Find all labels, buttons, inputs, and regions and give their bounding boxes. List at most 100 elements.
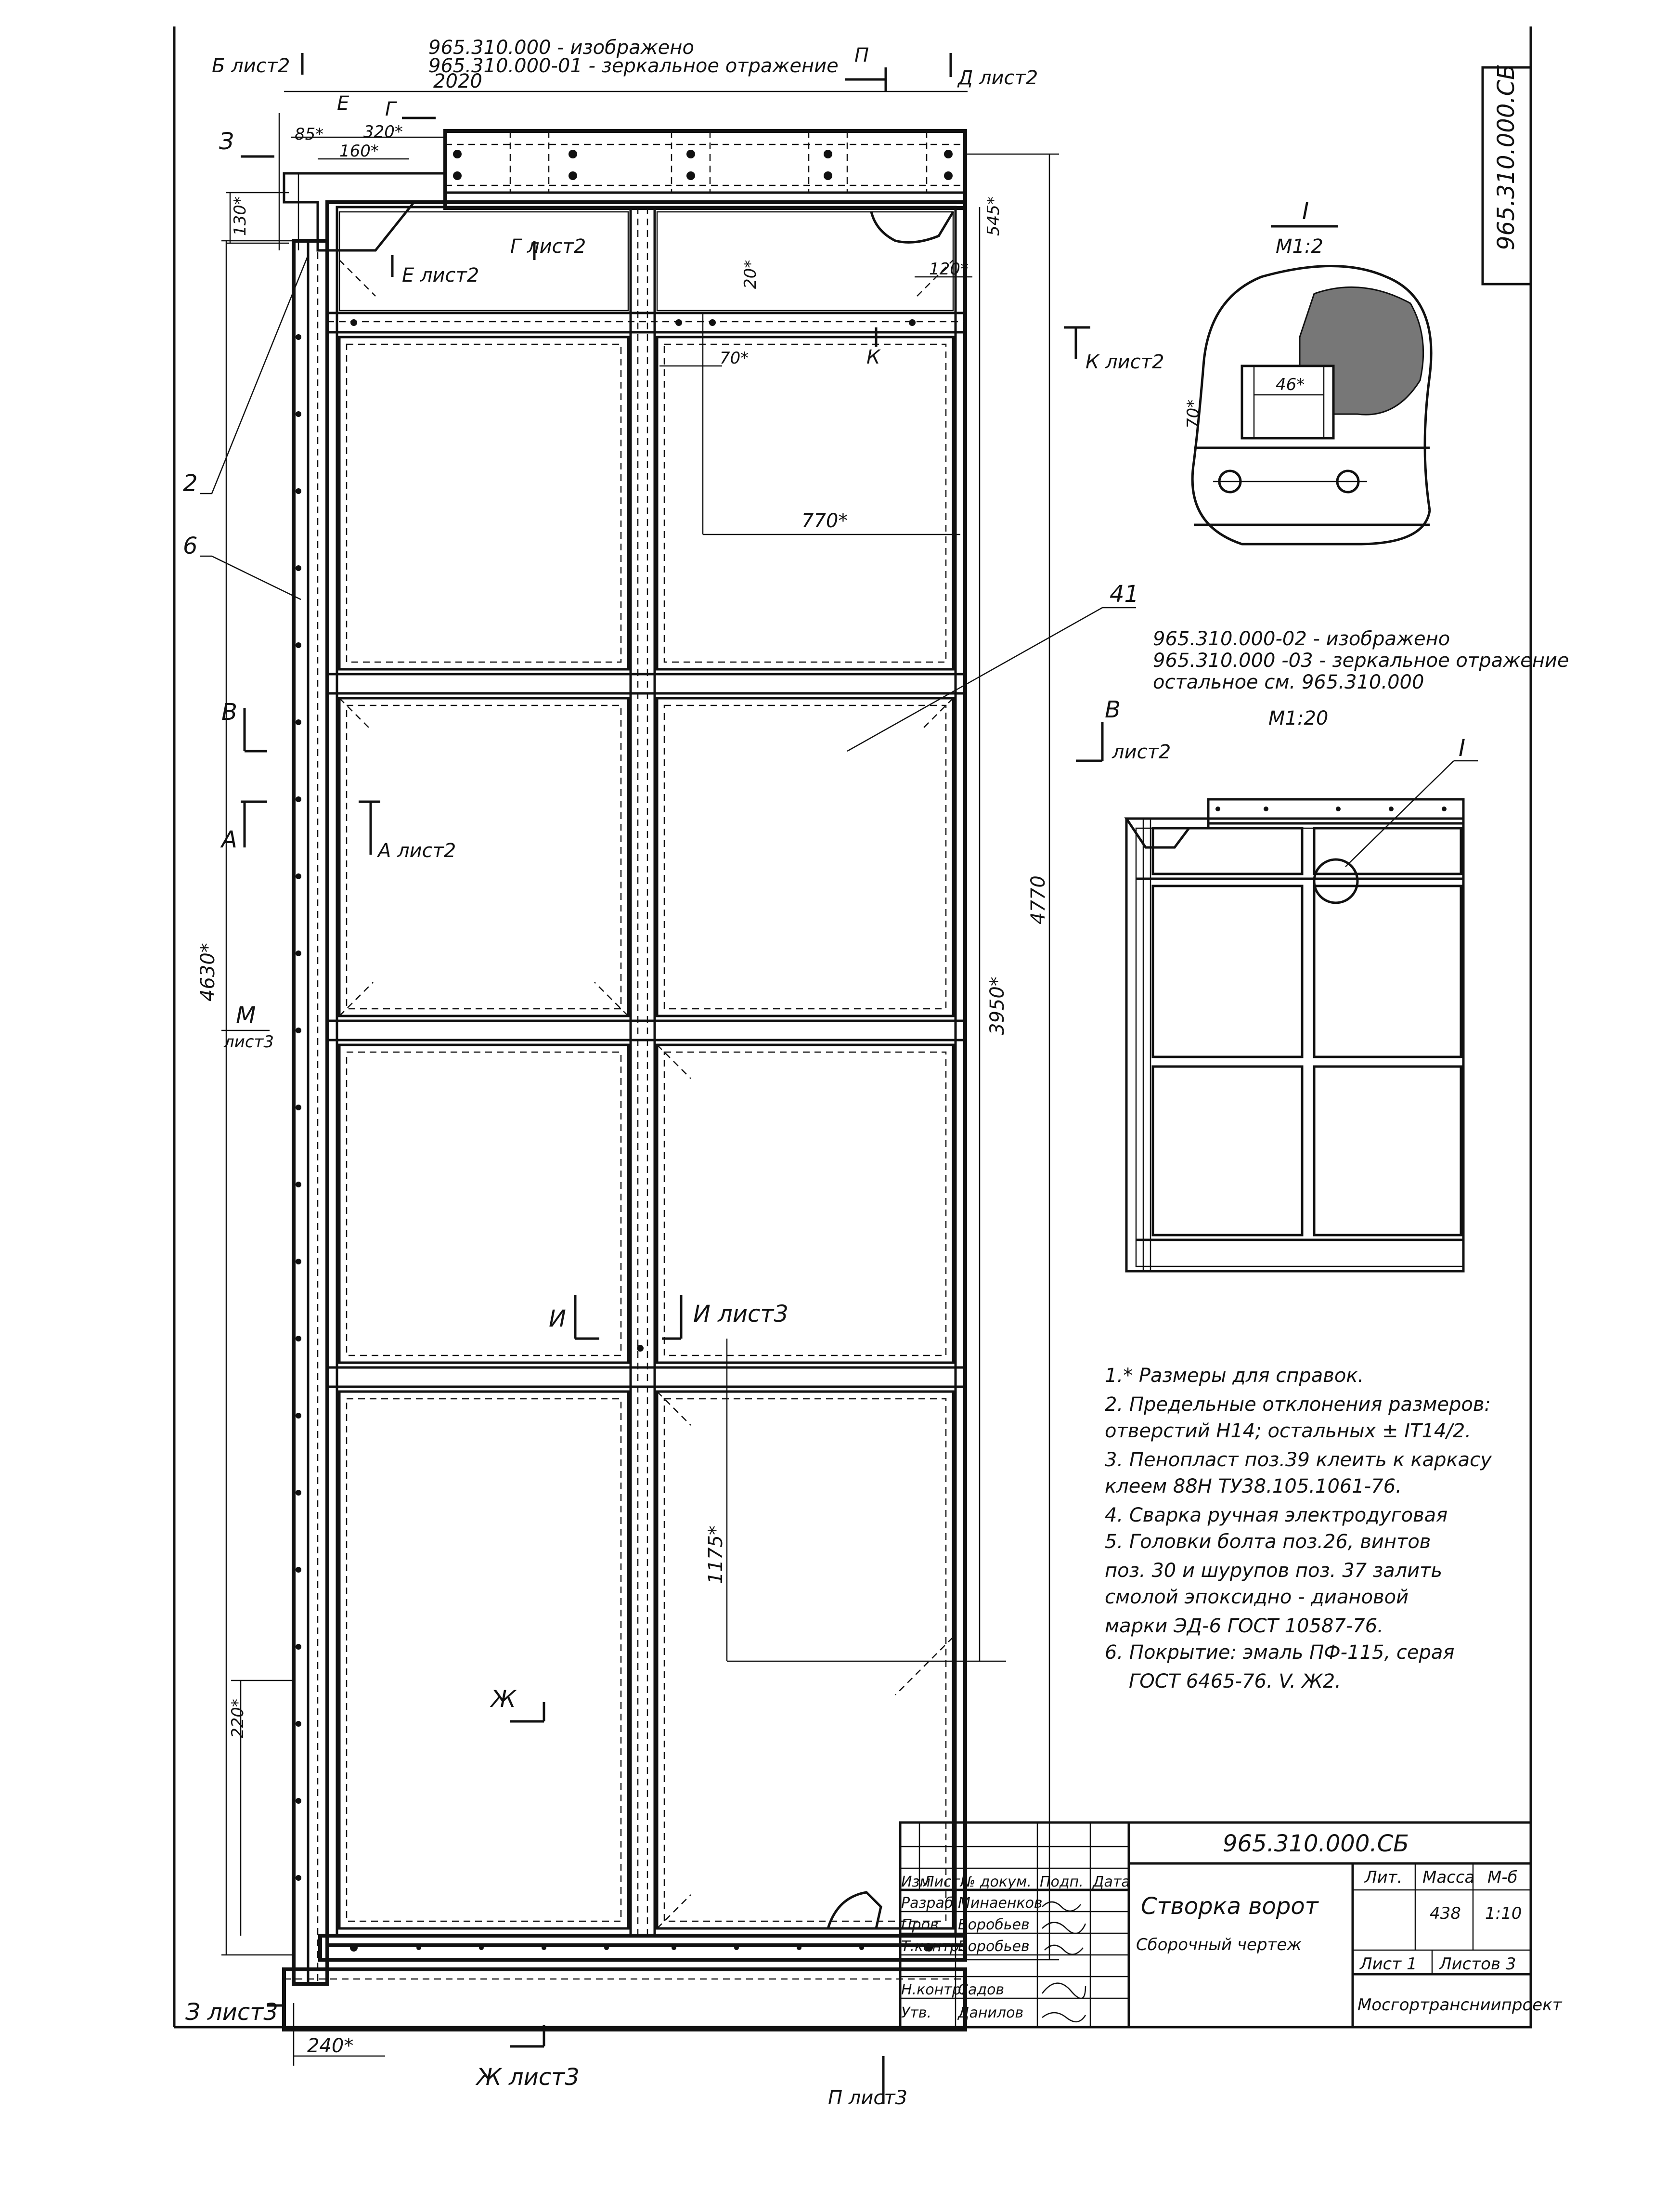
dim-320: 320*	[363, 122, 403, 142]
tb-code: 965.310.000.СБ	[1223, 1830, 1409, 1857]
tb-col-list: Лист	[923, 1874, 961, 1890]
detail-I: I М1:2 46* 70*	[1184, 198, 1433, 546]
tb-role-3: Т.контр.	[901, 1938, 964, 1955]
pos-2: 2	[183, 470, 198, 497]
detail-title: I	[1302, 198, 1309, 225]
tb-scale-label: М-б	[1487, 1868, 1518, 1887]
dim-545: 545*	[984, 196, 1003, 236]
tb-name1: Створка ворот	[1141, 1893, 1319, 1920]
dim-120: 120*	[929, 260, 969, 279]
tb-role-1: Разраб.	[901, 1895, 958, 1912]
note-line-7: 5. Головки болта поз.26, винтов	[1105, 1531, 1431, 1553]
dim-220: 220*	[228, 1699, 247, 1738]
header-line1: 965.310.000 - изображено	[428, 37, 694, 59]
note-line-6: 4. Сварка ручная электродуговая	[1105, 1504, 1447, 1526]
tb-col-izm: Изм	[901, 1874, 930, 1890]
title-block	[899, 1821, 1532, 2029]
dim-160: 160*	[339, 142, 379, 161]
variant-callout: I	[1459, 735, 1465, 762]
tb-name-5: Садов	[958, 1981, 1004, 1998]
tb-org: Мосгортрансниипроект	[1357, 1995, 1563, 2015]
tb-sheet: Лист 1	[1359, 1954, 1417, 1974]
tb-scale: 1:10	[1485, 1904, 1522, 1923]
variant-view-v: В	[1105, 696, 1121, 723]
tb-name-1: Минаенков	[958, 1895, 1043, 1912]
dim-70: 70*	[720, 349, 749, 368]
tb-signatures	[1042, 1901, 1086, 2022]
tb-lit-label: Лит.	[1364, 1868, 1402, 1887]
dim-4770: 4770	[1027, 875, 1049, 924]
left-post-holes	[296, 334, 301, 1881]
tb-role-2: Пров.	[901, 1916, 943, 1933]
pos-6: 6	[183, 533, 198, 560]
note-line-10: марки ЭД-6 ГОСТ 10587-76.	[1105, 1615, 1383, 1637]
tb-col-date: Дата	[1092, 1874, 1130, 1890]
view-zh-list3: Ж лист3	[475, 2064, 580, 2091]
dim-770: 770*	[801, 510, 848, 532]
detail-dim-70: 70*	[1184, 400, 1203, 429]
view-d-list2: Д лист2	[957, 67, 1038, 89]
note-line-8: поз. 30 и шурупов поз. 37 залить	[1105, 1560, 1442, 1582]
view-g: Г	[385, 98, 397, 120]
view-zh: Ж	[490, 1686, 517, 1713]
tb-mass: 438	[1430, 1904, 1461, 1923]
view-p-list3: П лист3	[828, 2087, 907, 2109]
note-line-3: отверстий Н14; остальных ± IT14/2.	[1105, 1420, 1471, 1442]
sheet-code-vertical: 965.310.000.СБ	[1493, 64, 1520, 250]
gate-leaf-main	[282, 129, 967, 2031]
rail-holes	[350, 319, 916, 1352]
pos-41: 41	[1110, 581, 1139, 608]
tb-name-3: Воробьев	[958, 1938, 1030, 1955]
view-e: Е	[337, 92, 349, 115]
dimension-lines	[221, 113, 1059, 2066]
panels	[338, 211, 955, 1930]
tb-name-6: Данилов	[957, 2005, 1023, 2021]
tb-name2: Сборочный чертеж	[1136, 1935, 1302, 1954]
note-line-4: 3. Пенопласт поз.39 клеить к каркасу	[1105, 1449, 1492, 1471]
view-e-list2: Е лист2	[402, 264, 479, 286]
bolt-holes-top-beam	[453, 150, 953, 180]
note-line-1: 1.* Размеры для справок.	[1105, 1365, 1364, 1387]
variant-line3: остальное см. 965.310.000	[1153, 671, 1424, 693]
tb-sheets: Листов 3	[1438, 1954, 1516, 1974]
header-line2: 965.310.000-01 - зеркальное отражение	[428, 55, 839, 77]
note-line-5: клеем 88Н ТУ38.105.1061-76.	[1105, 1475, 1402, 1497]
tb-name-2: Воробьев	[958, 1916, 1030, 1933]
dim-85: 85*	[295, 125, 323, 144]
view-a: А	[220, 826, 237, 853]
dim-3950: 3950*	[986, 976, 1008, 1035]
detail-dim-46: 46*	[1276, 375, 1305, 394]
view-m: М	[236, 1002, 256, 1029]
view-g-list2: Г лист2	[510, 235, 586, 258]
detail-scale: М1:2	[1276, 235, 1323, 258]
view-b-list2: Б лист2	[212, 55, 290, 77]
note-line-11: 6. Покрытие: эмаль ПФ-115, серая	[1105, 1641, 1454, 1664]
gate-leaf-variant	[1124, 798, 1465, 1273]
variant-line1: 965.310.000-02 - изображено	[1153, 628, 1450, 650]
view-z: З	[219, 128, 234, 155]
header-width-dim: 2020	[433, 70, 482, 92]
note-line-2: 2. Предельные отклонения размеров:	[1105, 1393, 1491, 1416]
dim-130: 130*	[231, 196, 250, 236]
tb-mass-label: Масса	[1422, 1868, 1474, 1887]
dim-4630: 4630*	[197, 943, 219, 1002]
variant-line2: 965.310.000 -03 - зеркальное отражение	[1153, 650, 1569, 672]
dim-240: 240*	[307, 2035, 353, 2057]
variant-scale: М1:20	[1268, 707, 1328, 729]
tb-role-5: Н.контр.	[901, 1981, 966, 1998]
view-i: И	[549, 1305, 566, 1332]
tb-col-doc: № докум.	[959, 1874, 1032, 1890]
note-line-12: ГОСТ 6465-76. V. Ж2.	[1129, 1670, 1341, 1692]
note-line-9: смолой эпоксидно - диановой	[1105, 1586, 1409, 1608]
view-m-list3: лист3	[223, 1032, 274, 1052]
tb-role-6: Утв.	[901, 2005, 931, 2021]
view-i-list3: И лист3	[693, 1301, 788, 1328]
view-p-top: П	[854, 44, 869, 66]
notes: 1.* Размеры для справок. 2. Предельные о…	[1105, 1365, 1492, 1692]
view-k-list2: К лист2	[1086, 351, 1164, 373]
dim-1175: 1175*	[705, 1525, 727, 1584]
view-k: К	[866, 346, 881, 368]
variant-view-v-list2: лист2	[1111, 741, 1171, 763]
tb-col-sign: Подп.	[1040, 1874, 1084, 1890]
